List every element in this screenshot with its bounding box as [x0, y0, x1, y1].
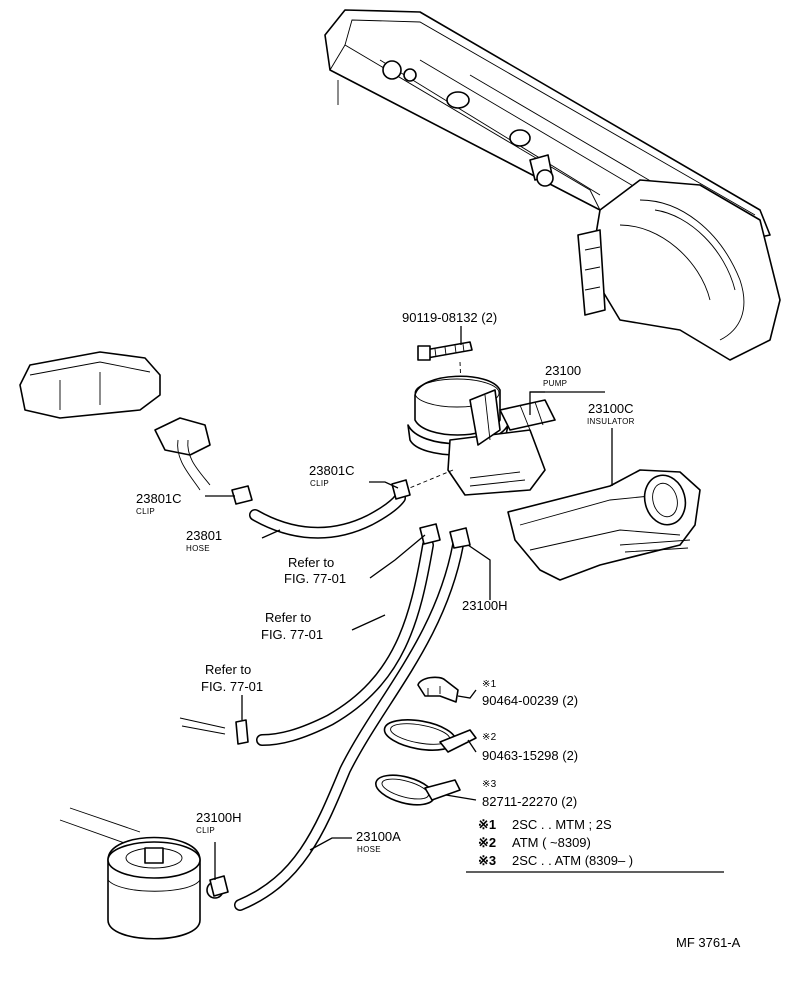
label-fig-1: FIG. 77-01 [284, 571, 346, 586]
label-mark-2: ※2 [482, 732, 497, 743]
hose-23801 [249, 492, 406, 539]
label-clip-left-name: CLIP [136, 507, 155, 516]
note-mark-3: ※3 [478, 853, 496, 868]
band-82711-drawing [375, 774, 461, 806]
label-bolt: 90119-08132 (2) [402, 310, 497, 325]
label-clip-right-number: 23801C [309, 463, 355, 478]
label-clip-23100h-name: CLIP [196, 826, 215, 835]
label-hose-23801-number: 23801 [186, 528, 222, 543]
label-fig-3: FIG. 77-01 [201, 679, 263, 694]
label-pump-name: PUMP [543, 379, 567, 388]
insulator-drawing [507, 469, 701, 581]
label-hose-23100h-top: 23100H [462, 598, 508, 613]
note-mark-2: ※2 [478, 835, 496, 850]
note-mark-1: ※1 [478, 817, 496, 832]
label-hose-23100a-name: HOSE [357, 845, 381, 854]
band-90463-drawing [383, 719, 477, 753]
label-fig-2: FIG. 77-01 [261, 627, 323, 642]
label-pump-number: 23100 [545, 363, 581, 378]
label-clip-right-name: CLIP [310, 479, 329, 488]
hose-clips-drawing [179, 479, 471, 899]
labels: 90119-08132 (2) 23100 PUMP 23100C INSULA… [136, 310, 741, 950]
label-insulator-number: 23100C [588, 401, 634, 416]
hose-return [256, 539, 434, 746]
carburetor-drawing [19, 351, 211, 491]
note-text-1: 2SC . . MTM ; 2S [512, 817, 612, 832]
label-refer-3: Refer to [205, 662, 251, 677]
label-clip-left-number: 23801C [136, 491, 182, 506]
label-insulator-name: INSULATOR [587, 417, 635, 426]
label-mark-3: ※3 [482, 779, 497, 790]
label-mark-1: ※1 [482, 679, 497, 690]
fuel-filter-drawing [59, 807, 201, 940]
label-part-90463: 90463-15298 (2) [482, 748, 578, 763]
clip-90464-drawing [417, 676, 459, 703]
fuel-pump-drawing [399, 341, 556, 496]
label-clip-23100h-number: 23100H [196, 810, 242, 825]
label-hose-23100a-number: 23100A [356, 829, 401, 844]
note-text-2: ATM ( ~8309) [512, 835, 591, 850]
figure-id: MF 3761-A [676, 935, 741, 950]
label-hose-23801-name: HOSE [186, 544, 210, 553]
label-refer-1: Refer to [288, 555, 334, 570]
label-part-90464: 90464-00239 (2) [482, 693, 578, 708]
note-text-3: 2SC . . ATM (8309– ) [512, 853, 633, 868]
engine-head-drawing [324, 9, 781, 361]
label-part-82711: 82711-22270 (2) [482, 794, 577, 809]
hose-23100a-long [234, 539, 464, 911]
label-refer-2: Refer to [265, 610, 311, 625]
leader-lines [205, 326, 724, 880]
